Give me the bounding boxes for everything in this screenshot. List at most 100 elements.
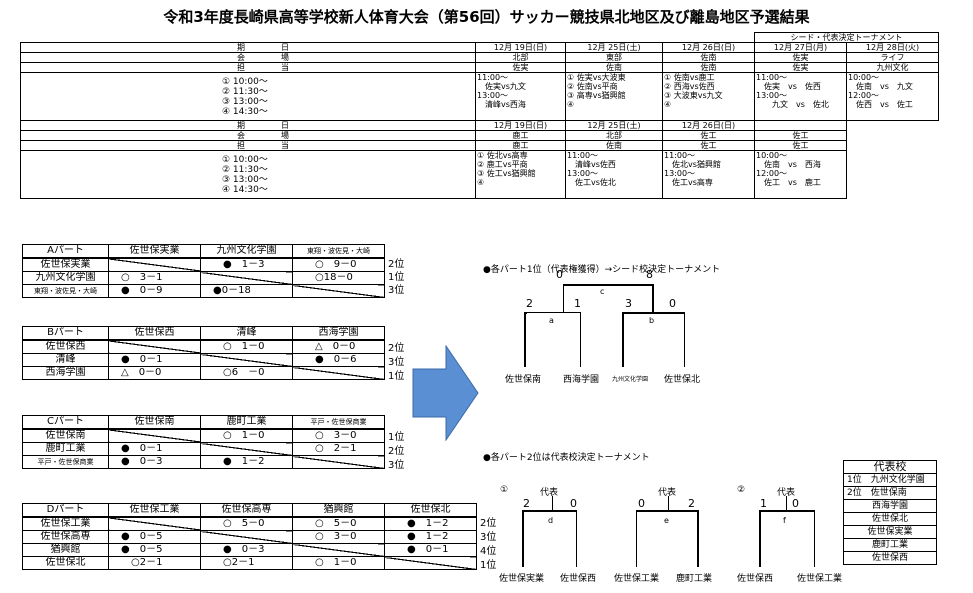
result-cell xyxy=(200,271,293,285)
league-name: Aパート xyxy=(22,244,109,259)
list-item: 西海学園 xyxy=(843,499,937,513)
list-item: 佐世保西 xyxy=(843,551,937,565)
result-cell: ○ 1－0 xyxy=(200,339,293,354)
result-cell: ○ 9－0 xyxy=(292,257,385,272)
table-row: 西海学園 △ 0－0 ○6 －0 xyxy=(22,366,385,380)
staff-cell: 九州文化 xyxy=(846,62,939,73)
date-cell: 12月 19日(日) xyxy=(475,42,566,53)
time-slots: ① 10:00～② 11:30～③ 13:00～④ 14:30～ xyxy=(20,150,476,199)
result-cell: ● 1－2 xyxy=(384,516,477,531)
venue-cell: 鹿工 xyxy=(475,130,566,141)
result-cell: ●0－18 xyxy=(200,284,293,298)
table-row: 鹿町工業 ● 0－1 ○ 2－1 xyxy=(22,442,385,456)
bracket-team: 佐世保工業 xyxy=(797,574,843,584)
score: 2 xyxy=(523,497,530,510)
venue-label: 会場 xyxy=(20,130,476,141)
list-item: 鹿町工業 xyxy=(843,538,937,552)
result-cell: ● 0－3 xyxy=(108,455,201,469)
row-team: 西海学園 xyxy=(22,366,109,380)
rep-bracket-title: ●各パート2位は代表校決定トーナメント xyxy=(483,453,650,463)
staff-cell: 佐工 xyxy=(754,140,847,151)
column-team: 佐世保南 xyxy=(108,415,201,430)
table-row: 佐世保西 ○ 1－0 △ 0－0 xyxy=(22,339,385,354)
table-row: 猶興館 ● 0－5 ● 0－3 ● 0－1 xyxy=(22,543,477,557)
table-row: 佐世保北 ○2－1 ○2－1 ○ 1－0 xyxy=(22,556,477,570)
result-cell xyxy=(200,353,293,367)
game-label: b xyxy=(649,316,655,325)
rank-label: 3位 xyxy=(388,460,405,471)
column-team: 佐世保工業 xyxy=(108,503,201,518)
date-label: 期日 xyxy=(20,42,476,53)
result-cell: ● 0－5 xyxy=(108,543,201,557)
league-table-b: Bパート 佐世保西 清峰 西海学園 佐世保西 ○ 1－0 △ 0－0 清峰 ● … xyxy=(22,326,385,380)
result-cell xyxy=(108,428,201,443)
result-cell xyxy=(292,284,385,298)
league-table-a: Aパート 佐世保実業 九州文化学園 東翔・波佐見・大崎 佐世保実業 ● 1－3 … xyxy=(22,244,385,298)
rank-label: 1位 xyxy=(388,432,405,443)
result-cell: ○6 －0 xyxy=(200,366,293,380)
column-team: 清峰 xyxy=(200,326,293,341)
list-item: 2位 佐世保南 xyxy=(843,486,937,500)
date-cell: 12月 19日(日) xyxy=(475,120,566,131)
row-team: 清峰 xyxy=(22,353,109,367)
result-cell: ● 0－3 xyxy=(200,543,293,557)
column-team: 鹿町工業 xyxy=(200,415,293,430)
game-label: f xyxy=(783,516,786,525)
venue-cell: ライフ xyxy=(846,52,939,63)
bracket-team: 西海学園 xyxy=(563,375,600,385)
result-cell xyxy=(108,339,201,354)
column-team: 東翔・波佐見・大崎 xyxy=(292,244,385,259)
row-team: 猶興館 xyxy=(22,543,109,557)
bracket-team: 佐世保北 xyxy=(664,375,701,385)
staff-cell: 鹿工 xyxy=(475,140,566,151)
rank-label: 3位 xyxy=(388,285,405,296)
rank-label: 2位 xyxy=(388,259,405,270)
rank-label: 3位 xyxy=(388,357,405,368)
league-name: Dパート xyxy=(22,503,109,518)
date-cell: 12月 25日(土) xyxy=(565,42,663,53)
table-row: 佐世保高専 ● 0－5 ○ 3－0 ● 1－2 xyxy=(22,530,477,544)
bracket-team: 九州文化学園 xyxy=(612,376,649,383)
game-label: d xyxy=(548,516,554,525)
match-number: ① xyxy=(500,485,509,495)
representatives-table: 代表校 1位 九州文化学園 2位 佐世保南 西海学園 佐世保北 佐世保実業 鹿町… xyxy=(843,460,937,565)
seed-bracket-title: ●各パート1位（代表権獲得）→シード校決定トーナメント xyxy=(483,265,721,275)
staff-cell: 佐南 xyxy=(565,62,663,73)
score: 3 xyxy=(625,297,632,310)
score: 8 xyxy=(646,268,653,281)
score: 2 xyxy=(526,297,533,310)
bracket-team: 佐世保西 xyxy=(560,574,597,584)
representatives-header: 代表校 xyxy=(843,460,937,474)
staff-cell: 佐南 xyxy=(565,140,663,151)
score: 0 xyxy=(792,497,799,510)
date-cell: 12月 27日(月) xyxy=(754,42,847,53)
row-team: 佐世保南 xyxy=(22,428,109,443)
list-item: 1位 九州文化学園 xyxy=(843,473,937,487)
result-cell xyxy=(292,366,385,380)
table-row: 清峰 ● 0－1 ● 0－6 xyxy=(22,353,385,367)
result-cell: ○2－1 xyxy=(200,556,293,570)
column-team: 佐世保北 xyxy=(384,503,477,518)
game-label: a xyxy=(549,316,554,325)
staff-label: 担当 xyxy=(20,140,476,151)
result-cell: ● 0－1 xyxy=(108,442,201,456)
row-team: 佐世保工業 xyxy=(22,516,109,531)
rank-label: 1位 xyxy=(388,371,405,382)
result-cell: ○2－1 xyxy=(108,556,201,570)
result-cell: ○18－0 xyxy=(292,271,385,285)
result-cell: △ 0－0 xyxy=(292,339,385,354)
score: 0 xyxy=(570,497,577,510)
date-cell: 12月 26日(日) xyxy=(662,42,755,53)
table-row: 九州文化学園 ○ 3－1 ○18－0 xyxy=(22,271,385,285)
table-row: 佐世保工業 ○ 5－0 ○ 5－0 ● 1－2 xyxy=(22,516,477,531)
date-cell: 12月 25日(土) xyxy=(565,120,663,131)
table-row: 佐世保南 ○ 1－0 ○ 3－0 xyxy=(22,428,385,443)
seed-tournament-header: シード・代表決定トーナメント xyxy=(754,32,939,43)
staff-cell: 佐実 xyxy=(754,62,847,73)
